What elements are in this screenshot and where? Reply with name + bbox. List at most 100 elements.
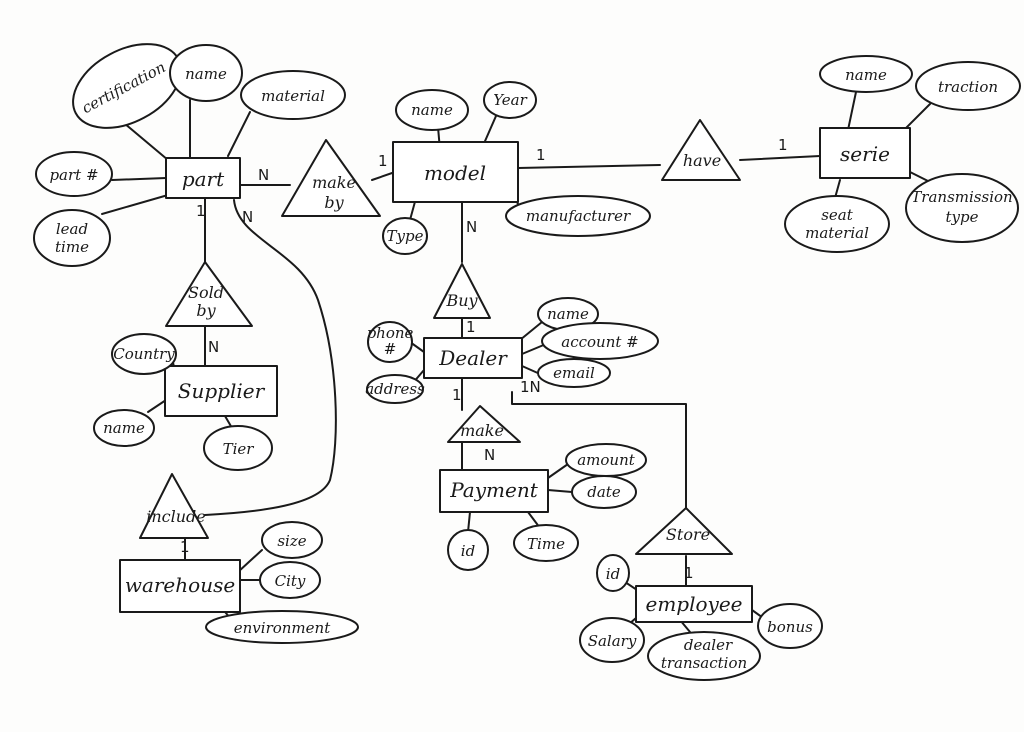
connector-lines (101, 91, 931, 633)
attribute-payment-time[interactable]: Time (513, 524, 579, 562)
attribute-serie-traction[interactable]: traction (915, 61, 1021, 111)
attribute-payment-amount[interactable]: amount (565, 443, 647, 477)
attribute-part-material[interactable]: material (240, 70, 346, 120)
attribute-part-material-label: material (261, 87, 325, 105)
entity-model-label: model (424, 161, 486, 185)
attribute-employee-salary-label: Salary (588, 632, 637, 650)
entity-warehouse-label: warehouse (125, 573, 235, 597)
relationship-include[interactable]: include (139, 473, 209, 539)
entity-employee[interactable]: employee (635, 585, 753, 623)
entity-part-label: part (182, 167, 225, 191)
cardinality-part-soldby: 1 (196, 202, 206, 220)
attribute-serie-seat-material[interactable]: seat material (784, 195, 890, 253)
attribute-serie-transmission-type-label-line1: Transmission (911, 188, 1012, 206)
relationship-include-label: include (146, 507, 206, 526)
attribute-dealer-name[interactable]: name (537, 297, 599, 331)
attribute-serie-seat-material-label-line2: material (805, 224, 869, 242)
attribute-payment-date[interactable]: date (571, 475, 637, 509)
attribute-part-certification[interactable]: certification (59, 27, 195, 145)
attribute-dealer-address[interactable]: address (365, 374, 425, 404)
cardinality-part-makeby: N (258, 166, 269, 184)
attribute-employee-dealer-transaction-label-line2: transaction (661, 654, 747, 672)
entity-supplier[interactable]: Supplier (164, 365, 278, 417)
attribute-part-name[interactable]: name (169, 44, 243, 102)
attribute-warehouse-size-label: size (277, 532, 306, 550)
attribute-supplier-country-label: Country (113, 345, 175, 363)
attribute-model-name-label: name (411, 101, 453, 119)
attribute-dealer-email[interactable]: email (537, 358, 611, 388)
attribute-serie-name[interactable]: name (819, 55, 913, 93)
attribute-employee-dealer-transaction[interactable]: dealer transaction (647, 631, 761, 681)
attribute-dealer-phone[interactable]: phone # (367, 321, 414, 363)
attribute-serie-transmission-type[interactable]: Transmission type (905, 173, 1019, 243)
attribute-dealer-name-label: name (547, 305, 589, 323)
attribute-model-year[interactable]: Year (483, 81, 537, 119)
attribute-dealer-phone-label-line1: phone (367, 324, 414, 342)
cardinality-dealer-store: 1N (520, 378, 541, 396)
attribute-dealer-account-label: account # (561, 333, 638, 351)
entity-warehouse[interactable]: warehouse (119, 559, 241, 613)
entity-model[interactable]: model (392, 141, 519, 203)
attribute-dealer-account[interactable]: account # (541, 322, 659, 360)
attribute-serie-traction-label: traction (938, 78, 998, 96)
attribute-part-name-label: name (185, 65, 227, 83)
relationship-make-by-label-line1: make (312, 173, 356, 192)
cardinality-part-include: N (242, 208, 253, 226)
entity-part[interactable]: part (165, 157, 241, 199)
relationship-make[interactable]: make (447, 405, 521, 443)
relationship-have[interactable]: have (661, 119, 741, 181)
relationship-store[interactable]: Store (635, 507, 733, 555)
relationship-buy[interactable]: Buy (433, 263, 491, 319)
attribute-payment-time-label: Time (527, 535, 565, 553)
relationship-make-by-label-line2: by (324, 193, 344, 212)
attribute-serie-name-label: name (845, 66, 887, 84)
attribute-model-type[interactable]: Type (382, 217, 428, 255)
attribute-part-lead-time-label-line2: time (55, 238, 89, 256)
attribute-payment-id-label: id (461, 542, 475, 560)
attribute-employee-dealer-transaction-label-line1: dealer (684, 636, 733, 654)
attribute-warehouse-city[interactable]: City (259, 561, 321, 599)
attribute-model-manufacturer[interactable]: manufacturer (505, 195, 651, 237)
attribute-warehouse-size[interactable]: size (261, 521, 323, 559)
attribute-employee-id-label: id (606, 565, 620, 583)
attribute-payment-date-label: date (587, 483, 621, 501)
attribute-supplier-tier[interactable]: Tier (203, 425, 273, 471)
attribute-warehouse-environment-label: environment (234, 619, 331, 637)
attribute-payment-amount-label: amount (577, 451, 636, 469)
entity-serie[interactable]: serie (819, 127, 911, 179)
attribute-part-number-label: part # (49, 166, 98, 184)
attribute-warehouse-environment[interactable]: environment (205, 610, 359, 644)
attribute-model-type-label: Type (387, 227, 424, 245)
entity-dealer-label: Dealer (438, 346, 508, 370)
entity-dealer[interactable]: Dealer (423, 337, 523, 379)
relationship-store-label: Store (666, 525, 710, 544)
attribute-supplier-name-label: name (103, 419, 145, 437)
attribute-employee-id[interactable]: id (596, 554, 630, 592)
attribute-part-lead-time-label-line1: lead (56, 220, 88, 238)
cardinality-labels: N 1 1 1 1 N N 1 N 1 1 N 1N 1 (180, 136, 788, 582)
attribute-serie-transmission-type-label-line2: type (946, 208, 979, 226)
attribute-dealer-phone-label-line2: # (384, 340, 397, 358)
entity-payment[interactable]: Payment (439, 469, 549, 513)
relationship-sold-by[interactable]: Sold by (165, 261, 253, 327)
entity-serie-label: serie (840, 142, 890, 166)
attribute-model-year-label: Year (493, 91, 527, 109)
attribute-supplier-country[interactable]: Country (111, 333, 177, 375)
attribute-supplier-name[interactable]: name (93, 409, 155, 447)
attribute-dealer-email-label: email (553, 364, 595, 382)
attribute-employee-bonus[interactable]: bonus (757, 603, 823, 649)
attribute-part-lead-time[interactable]: lead time (33, 209, 111, 267)
attribute-dealer-address-label: address (365, 380, 425, 398)
cardinality-soldby-supplier: N (208, 338, 219, 356)
relationship-make-by[interactable]: make by (281, 139, 381, 217)
attribute-payment-id[interactable]: id (447, 529, 489, 571)
entity-payment-label: Payment (449, 478, 538, 502)
cardinality-model-buy: N (466, 218, 477, 236)
attribute-model-name[interactable]: name (395, 89, 469, 131)
attribute-employee-salary[interactable]: Salary (579, 617, 645, 663)
attribute-warehouse-city-label: City (275, 572, 306, 590)
attribute-part-number[interactable]: part # (35, 151, 113, 197)
attribute-supplier-tier-label: Tier (223, 440, 255, 458)
